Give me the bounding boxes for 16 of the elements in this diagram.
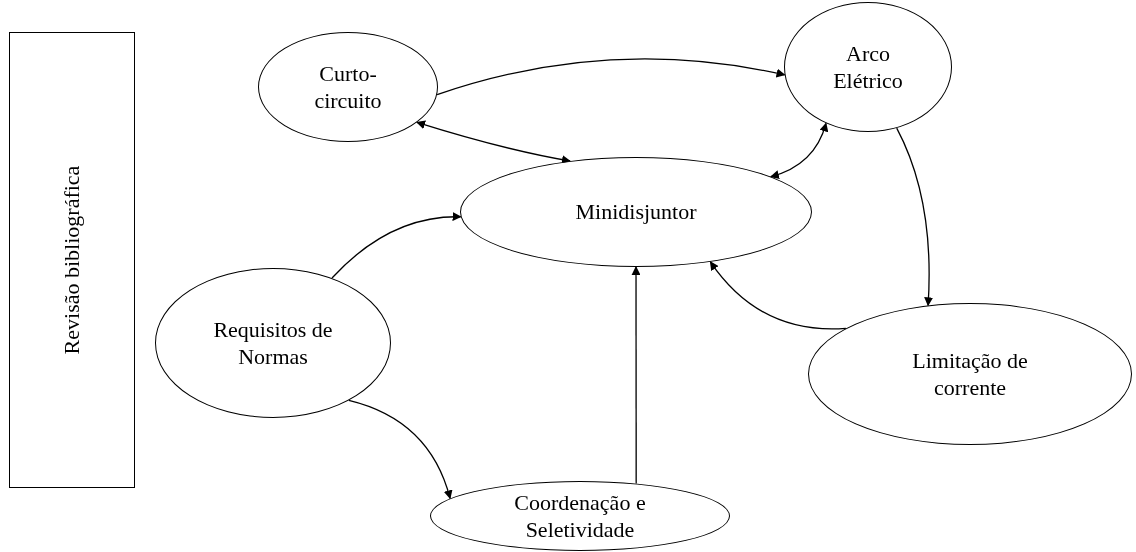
node-text: Revisão bibliográfica <box>59 165 85 355</box>
arrow <box>348 399 453 500</box>
arrow <box>436 58 786 96</box>
node-text: Limitação de corrente <box>911 346 1029 402</box>
node-text: Minidisjuntor <box>574 198 698 226</box>
node-text: Coordenação e Seletividade <box>513 488 647 544</box>
arrow <box>769 122 828 179</box>
node-text: Curto-circuito <box>313 59 383 115</box>
node-text: Arco Elétrico <box>832 39 904 95</box>
node-text: Requisitos de Normas <box>212 315 334 371</box>
arrow <box>416 120 571 164</box>
arrow <box>331 212 462 279</box>
arrow <box>709 261 847 330</box>
arrow <box>631 266 641 485</box>
process-box <box>9 32 135 488</box>
arrow <box>896 127 933 307</box>
